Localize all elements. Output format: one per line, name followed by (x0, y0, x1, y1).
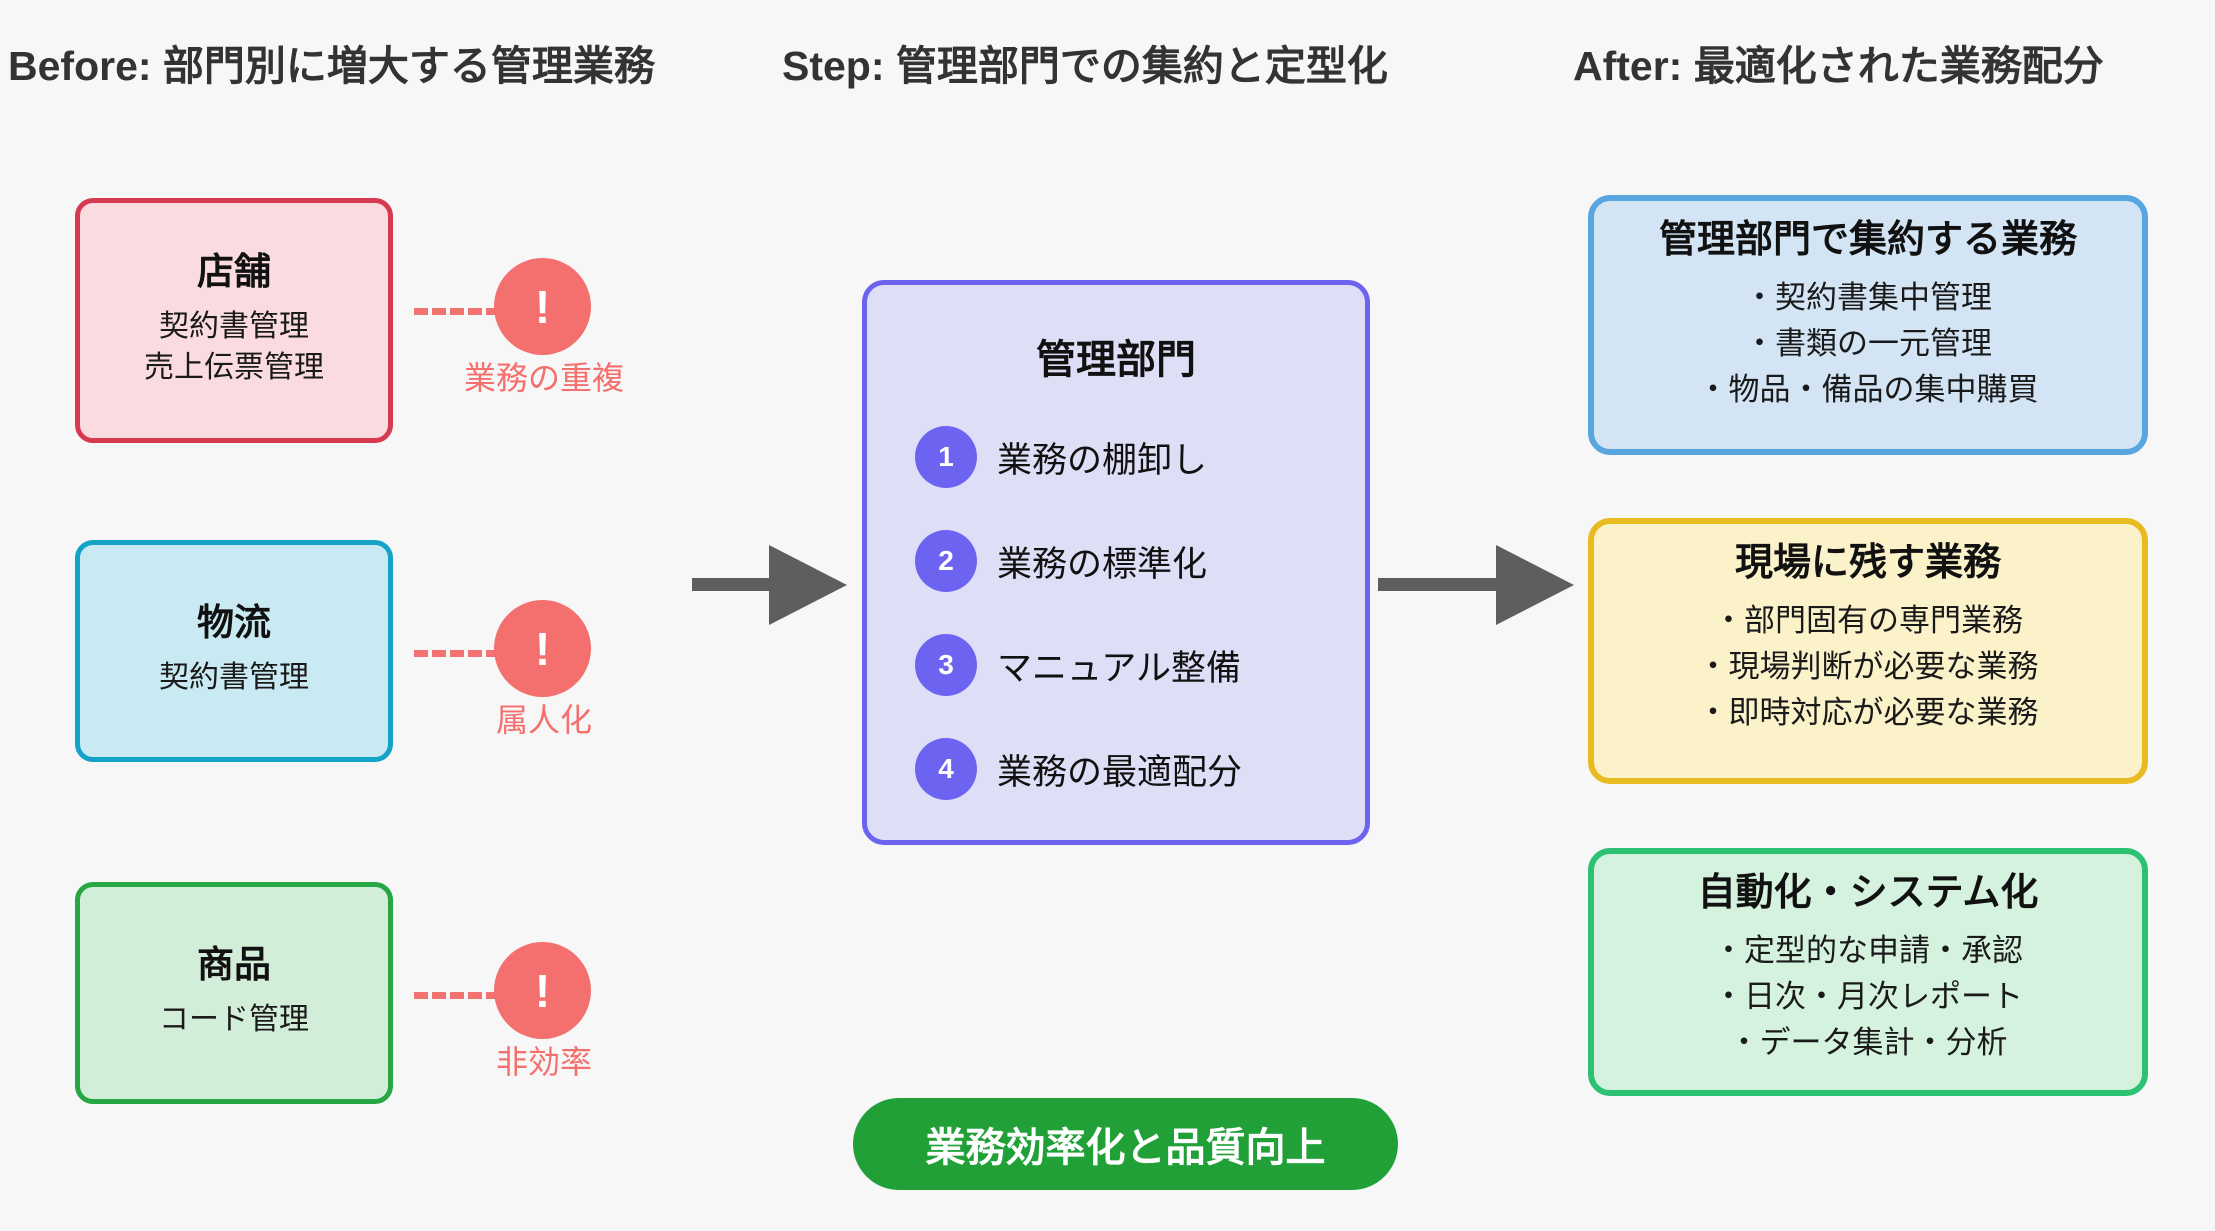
step-list: 1 業務の棚卸し 2 業務の標準化 3 マニュアル整備 4 業務の最適配分 (915, 405, 1345, 821)
center-panel-管理部門: 管理部門 1 業務の棚卸し 2 業務の標準化 3 マニュアル整備 4 業務の最適… (862, 280, 1370, 845)
outcome-item: ・部門固有の専門業務 (1713, 603, 2023, 638)
alert-label: 業務の重複 (463, 360, 624, 396)
department-card-物流: 物流 契約書管理 (75, 540, 393, 762)
outcome-item: ・現場判断が必要な業務 (1697, 648, 2039, 684)
heading-before: Before: 部門別に増大する管理業務 (8, 43, 655, 89)
heading-after: After: 最適化された業務配分 (1573, 43, 2104, 89)
arrow-shaft (1378, 578, 1528, 591)
outcome-item: ・契約書集中管理 (1744, 280, 1992, 315)
step-label: 業務の標準化 (997, 544, 1208, 584)
center-panel-title: 管理部門 (1036, 338, 1196, 382)
dashed-connector-line (414, 308, 500, 315)
step-label: マニュアル整備 (997, 648, 1241, 688)
department-card-店舗: 店舗 契約書管理 売上伝票管理 (75, 198, 393, 443)
arrow-head (1496, 545, 1574, 625)
department-title: 商品 (197, 943, 271, 985)
step-number-badge: 4 (915, 738, 977, 800)
department-item: 契約書管理 (159, 660, 309, 694)
dashed-connector-line (414, 992, 500, 999)
exclamation-icon: ! (494, 258, 591, 355)
outcome-card-現場に残す業務: 現場に残す業務 ・部門固有の専門業務 ・現場判断が必要な業務 ・即時対応が必要な… (1588, 518, 2148, 784)
outcome-item: ・データ集計・分析 (1728, 1024, 2008, 1060)
alert-label: 属人化 (495, 702, 592, 738)
exclamation-icon: ! (494, 600, 591, 697)
step-label: 業務の最適配分 (997, 752, 1243, 792)
arrow-right-icon-step-to-after (1378, 545, 1576, 625)
department-item: 契約書管理 (159, 309, 309, 343)
outcome-item: ・書類の一元管理 (1744, 325, 1992, 361)
outcome-title: 現場に残す業務 (1734, 542, 2001, 584)
department-card-商品: 商品 コード管理 (75, 882, 393, 1104)
heading-step: Step: 管理部門での集約と定型化 (782, 43, 1388, 89)
alert-label: 非効率 (495, 1044, 592, 1080)
result-badge: 業務効率化と品質向上 (853, 1098, 1398, 1190)
department-item: コード管理 (159, 1002, 309, 1036)
arrow-right-icon-before-to-step (692, 545, 847, 625)
step-row: 2 業務の標準化 (915, 509, 1345, 613)
step-label: 業務の棚卸し (997, 440, 1208, 480)
step-row: 3 マニュアル整備 (915, 613, 1345, 717)
outcome-title: 管理部門で集約する業務 (1658, 219, 2077, 261)
outcome-item: ・定型的な申請・承認 (1713, 933, 2023, 968)
outcome-item: ・即時対応が必要な業務 (1697, 694, 2039, 730)
step-number-badge: 2 (915, 530, 977, 592)
step-row: 4 業務の最適配分 (915, 717, 1345, 821)
department-item: 売上伝票管理 (144, 351, 324, 384)
step-number-badge: 3 (915, 634, 977, 696)
step-row: 1 業務の棚卸し (915, 405, 1345, 509)
department-title: 店舗 (197, 250, 271, 292)
department-title: 物流 (197, 601, 271, 643)
dashed-connector-line (414, 650, 500, 657)
outcome-item: ・物品・備品の集中購買 (1697, 371, 2039, 407)
outcome-item: ・日次・月次レポート (1713, 978, 2023, 1014)
step-number-badge: 1 (915, 426, 977, 488)
outcome-card-管理部門で集約する業務: 管理部門で集約する業務 ・契約書集中管理 ・書類の一元管理 ・物品・備品の集中購… (1588, 195, 2148, 455)
arrow-head (769, 545, 847, 625)
outcome-title: 自動化・システム化 (1697, 872, 2039, 914)
exclamation-icon: ! (494, 942, 591, 1039)
outcome-card-自動化・システム化: 自動化・システム化 ・定型的な申請・承認 ・日次・月次レポート ・データ集計・分… (1588, 848, 2148, 1096)
